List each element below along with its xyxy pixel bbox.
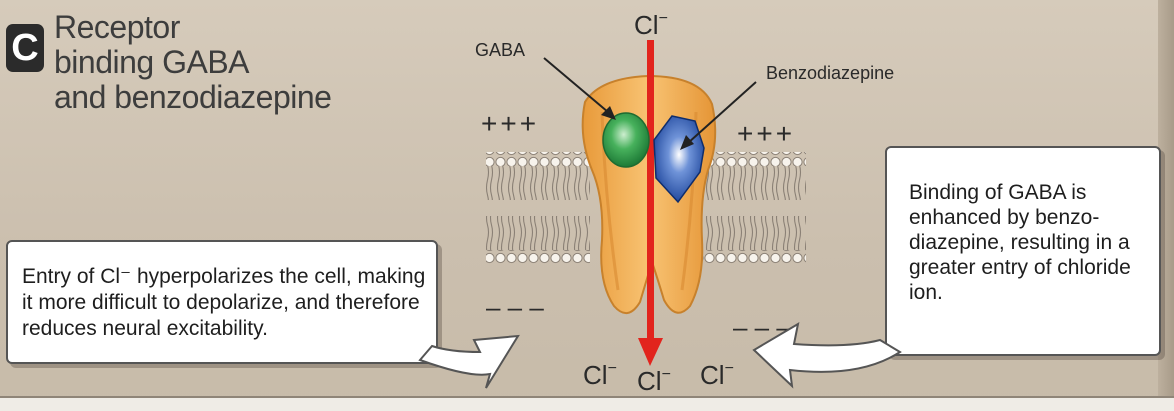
callout-right-arrow [754,324,900,386]
callout-left-arrow [420,336,518,388]
